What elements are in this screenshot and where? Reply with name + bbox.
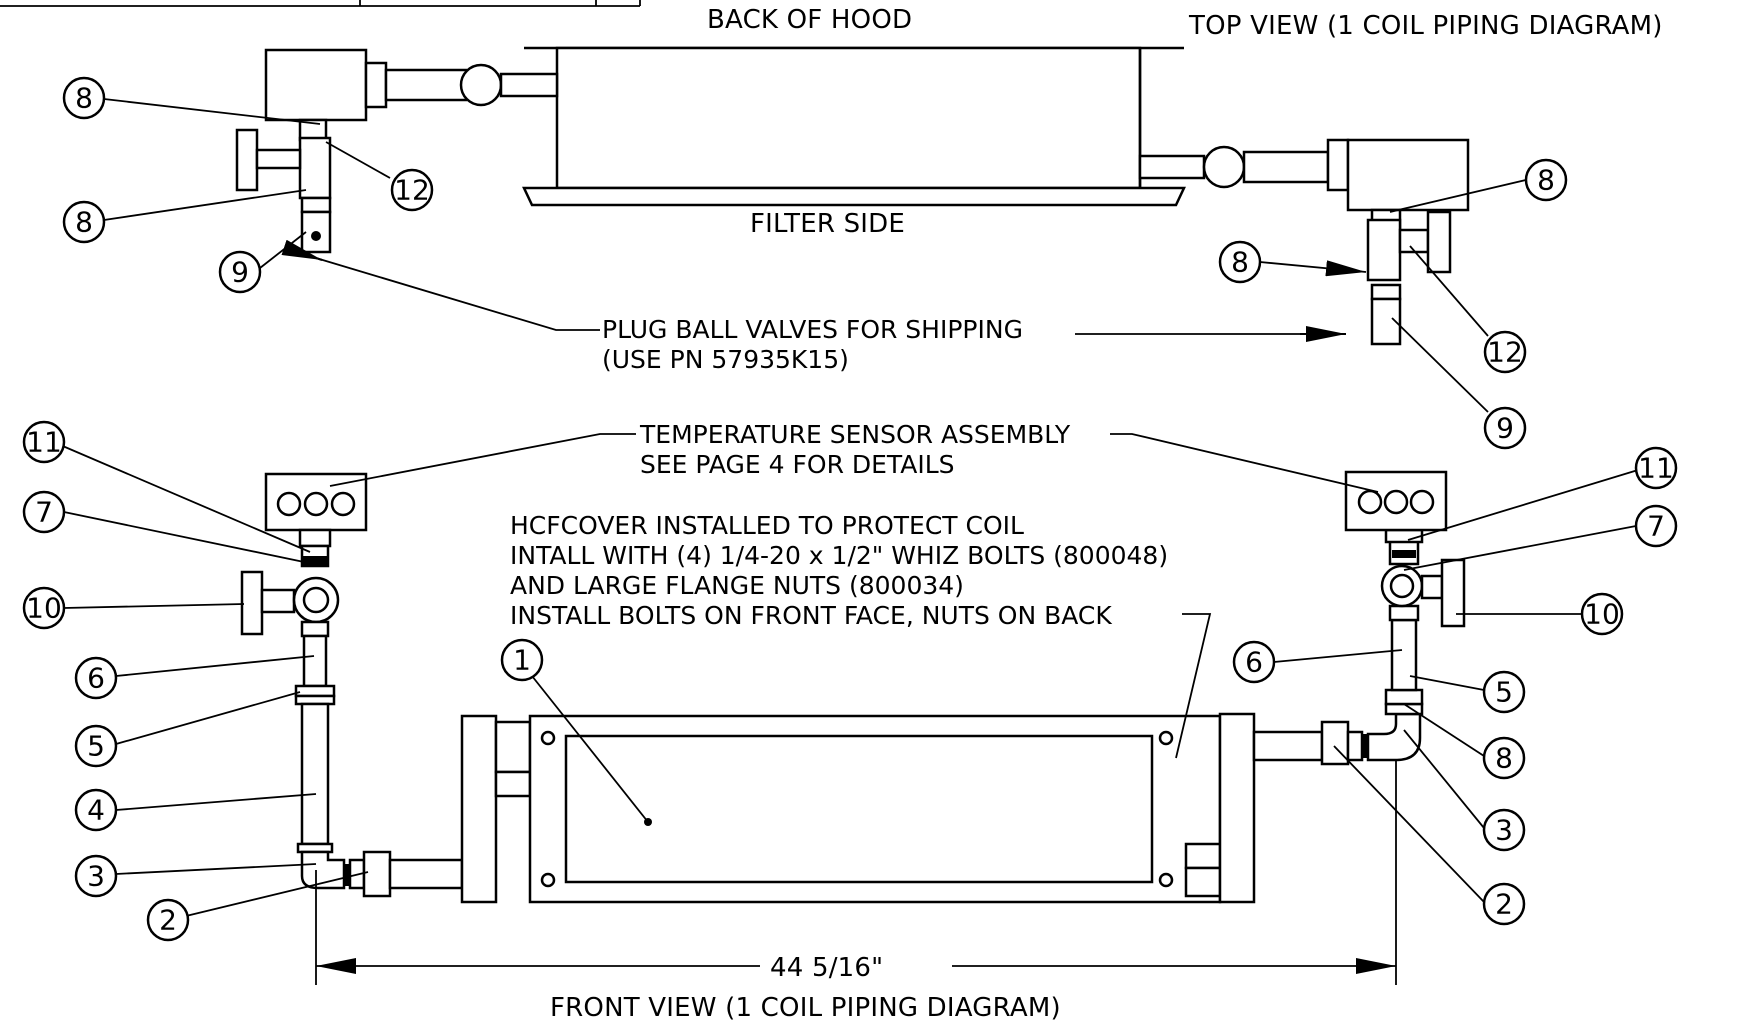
top-view-title: TOP VIEW (1 COIL PIPING DIAGRAM) (1188, 11, 1663, 41)
overall-width-dimension: 44 5/16" (315, 760, 1397, 985)
balloon-circle (218, 250, 262, 294)
balloon-circle (22, 420, 66, 464)
balloon-top-left-8a: 8 (75, 82, 93, 115)
filter-side-label: FILTER SIDE (750, 209, 905, 239)
top-right-valve-assembly (1138, 138, 1470, 346)
balloon-top-left-12: 12 (394, 174, 430, 207)
balloon-front-right-8: 8 (1495, 742, 1513, 775)
balloon-front-right-2: 2 (1495, 888, 1513, 921)
plug-note-line2: (USE PN 57935K15) (602, 345, 849, 374)
back-of-hood-label: BACK OF HOOD (707, 5, 912, 35)
balloon-front-left-2: 2 (159, 904, 177, 937)
balloon-front-left-3: 3 (87, 860, 105, 893)
balloon-front-left-11: 11 (26, 426, 62, 459)
balloon-circle (1482, 736, 1526, 780)
top-view-balloons: 8 12 8 9 8 8 12 9 (62, 76, 1568, 450)
hcf-cover-note: HCFCOVER INSTALLED TO PROTECT COIL INTAL… (510, 511, 1212, 759)
temperature-sensor-note: TEMPERATURE SENSOR ASSEMBLY SEE PAGE 4 F… (329, 420, 1379, 493)
balloon-front-center-1: 1 (513, 644, 531, 677)
coil-assembly (460, 712, 1256, 904)
balloon-circle (1482, 808, 1526, 852)
balloon-front-right-5: 5 (1495, 676, 1513, 709)
balloon-top-left-8b: 8 (75, 206, 93, 239)
sensor-note-line2: SEE PAGE 4 FOR DETAILS (640, 450, 955, 479)
balloon-front-left-5: 5 (87, 730, 105, 763)
balloon-front-left-7: 7 (35, 496, 53, 529)
balloon-circle (22, 586, 66, 630)
balloon-circle (74, 724, 118, 768)
balloon-circle (1483, 406, 1527, 450)
balloon-front-right-10: 10 (1584, 598, 1620, 631)
front-left-piping (240, 472, 464, 898)
balloon-circle (22, 490, 66, 534)
balloon-front-left-10: 10 (26, 592, 62, 625)
balloon-top-right-9: 9 (1496, 412, 1514, 445)
balloon-circle (1634, 504, 1678, 548)
balloon-circle (1482, 882, 1526, 926)
balloon-top-right-8b: 8 (1231, 246, 1249, 279)
balloon-front-right-3: 3 (1495, 814, 1513, 847)
plug-note-line1: PLUG BALL VALVES FOR SHIPPING (602, 315, 1023, 344)
balloon-front-left-4: 4 (87, 794, 105, 827)
balloon-front-right-7: 7 (1647, 510, 1665, 543)
top-left-valve-assembly (235, 48, 559, 254)
front-view-balloons: 11 7 10 6 5 4 3 2 1 11 7 10 (22, 420, 1678, 942)
balloon-circle (146, 898, 190, 942)
balloon-top-right-8a: 8 (1537, 164, 1555, 197)
balloon-circle (1580, 592, 1624, 636)
cover-note-line4: INSTALL BOLTS ON FRONT FACE, NUTS ON BAC… (510, 601, 1112, 630)
balloon-circle (74, 788, 118, 832)
top-view: BACK OF HOOD FILTER SIDE TOP VIEW (1 COI… (235, 5, 1663, 346)
balloon-circle (390, 168, 434, 212)
balloon-circle (500, 638, 544, 682)
balloon-front-right-11: 11 (1638, 452, 1674, 485)
balloon-circle (1524, 158, 1568, 202)
cover-note-line1: HCFCOVER INSTALLED TO PROTECT COIL (510, 511, 1024, 540)
cover-note-line2: INTALL WITH (4) 1/4-20 x 1/2" WHIZ BOLTS… (510, 541, 1168, 570)
balloon-circle (62, 76, 106, 120)
balloon-top-right-12: 12 (1487, 336, 1523, 369)
balloon-circle (1218, 240, 1262, 284)
balloon-circle (74, 656, 118, 700)
balloon-circle (74, 854, 118, 898)
hood-body (522, 46, 1186, 207)
cover-note-line3: AND LARGE FLANGE NUTS (800034) (510, 571, 964, 600)
balloon-front-right-6: 6 (1245, 646, 1263, 679)
title-block-fragment (0, 0, 641, 7)
balloon-front-left-6: 6 (87, 662, 105, 695)
balloon-circle (1482, 670, 1526, 714)
balloon-circle (1634, 446, 1678, 490)
balloon-circle (1483, 330, 1527, 374)
balloon-circle (62, 200, 106, 244)
sensor-note-line1: TEMPERATURE SENSOR ASSEMBLY (639, 420, 1071, 449)
front-view-title: FRONT VIEW (1 COIL PIPING DIAGRAM) (550, 993, 1061, 1023)
balloon-circle (1232, 640, 1276, 684)
plug-ball-valves-note: PLUG BALL VALVES FOR SHIPPING (USE PN 57… (281, 239, 1346, 374)
front-right-piping (1252, 470, 1466, 766)
balloon-top-left-9: 9 (231, 256, 249, 289)
dimension-44-5-16: 44 5/16" (770, 953, 883, 983)
front-view: 44 5/16" FRONT VIEW (1 COIL PIPING DIAGR… (240, 470, 1466, 1023)
